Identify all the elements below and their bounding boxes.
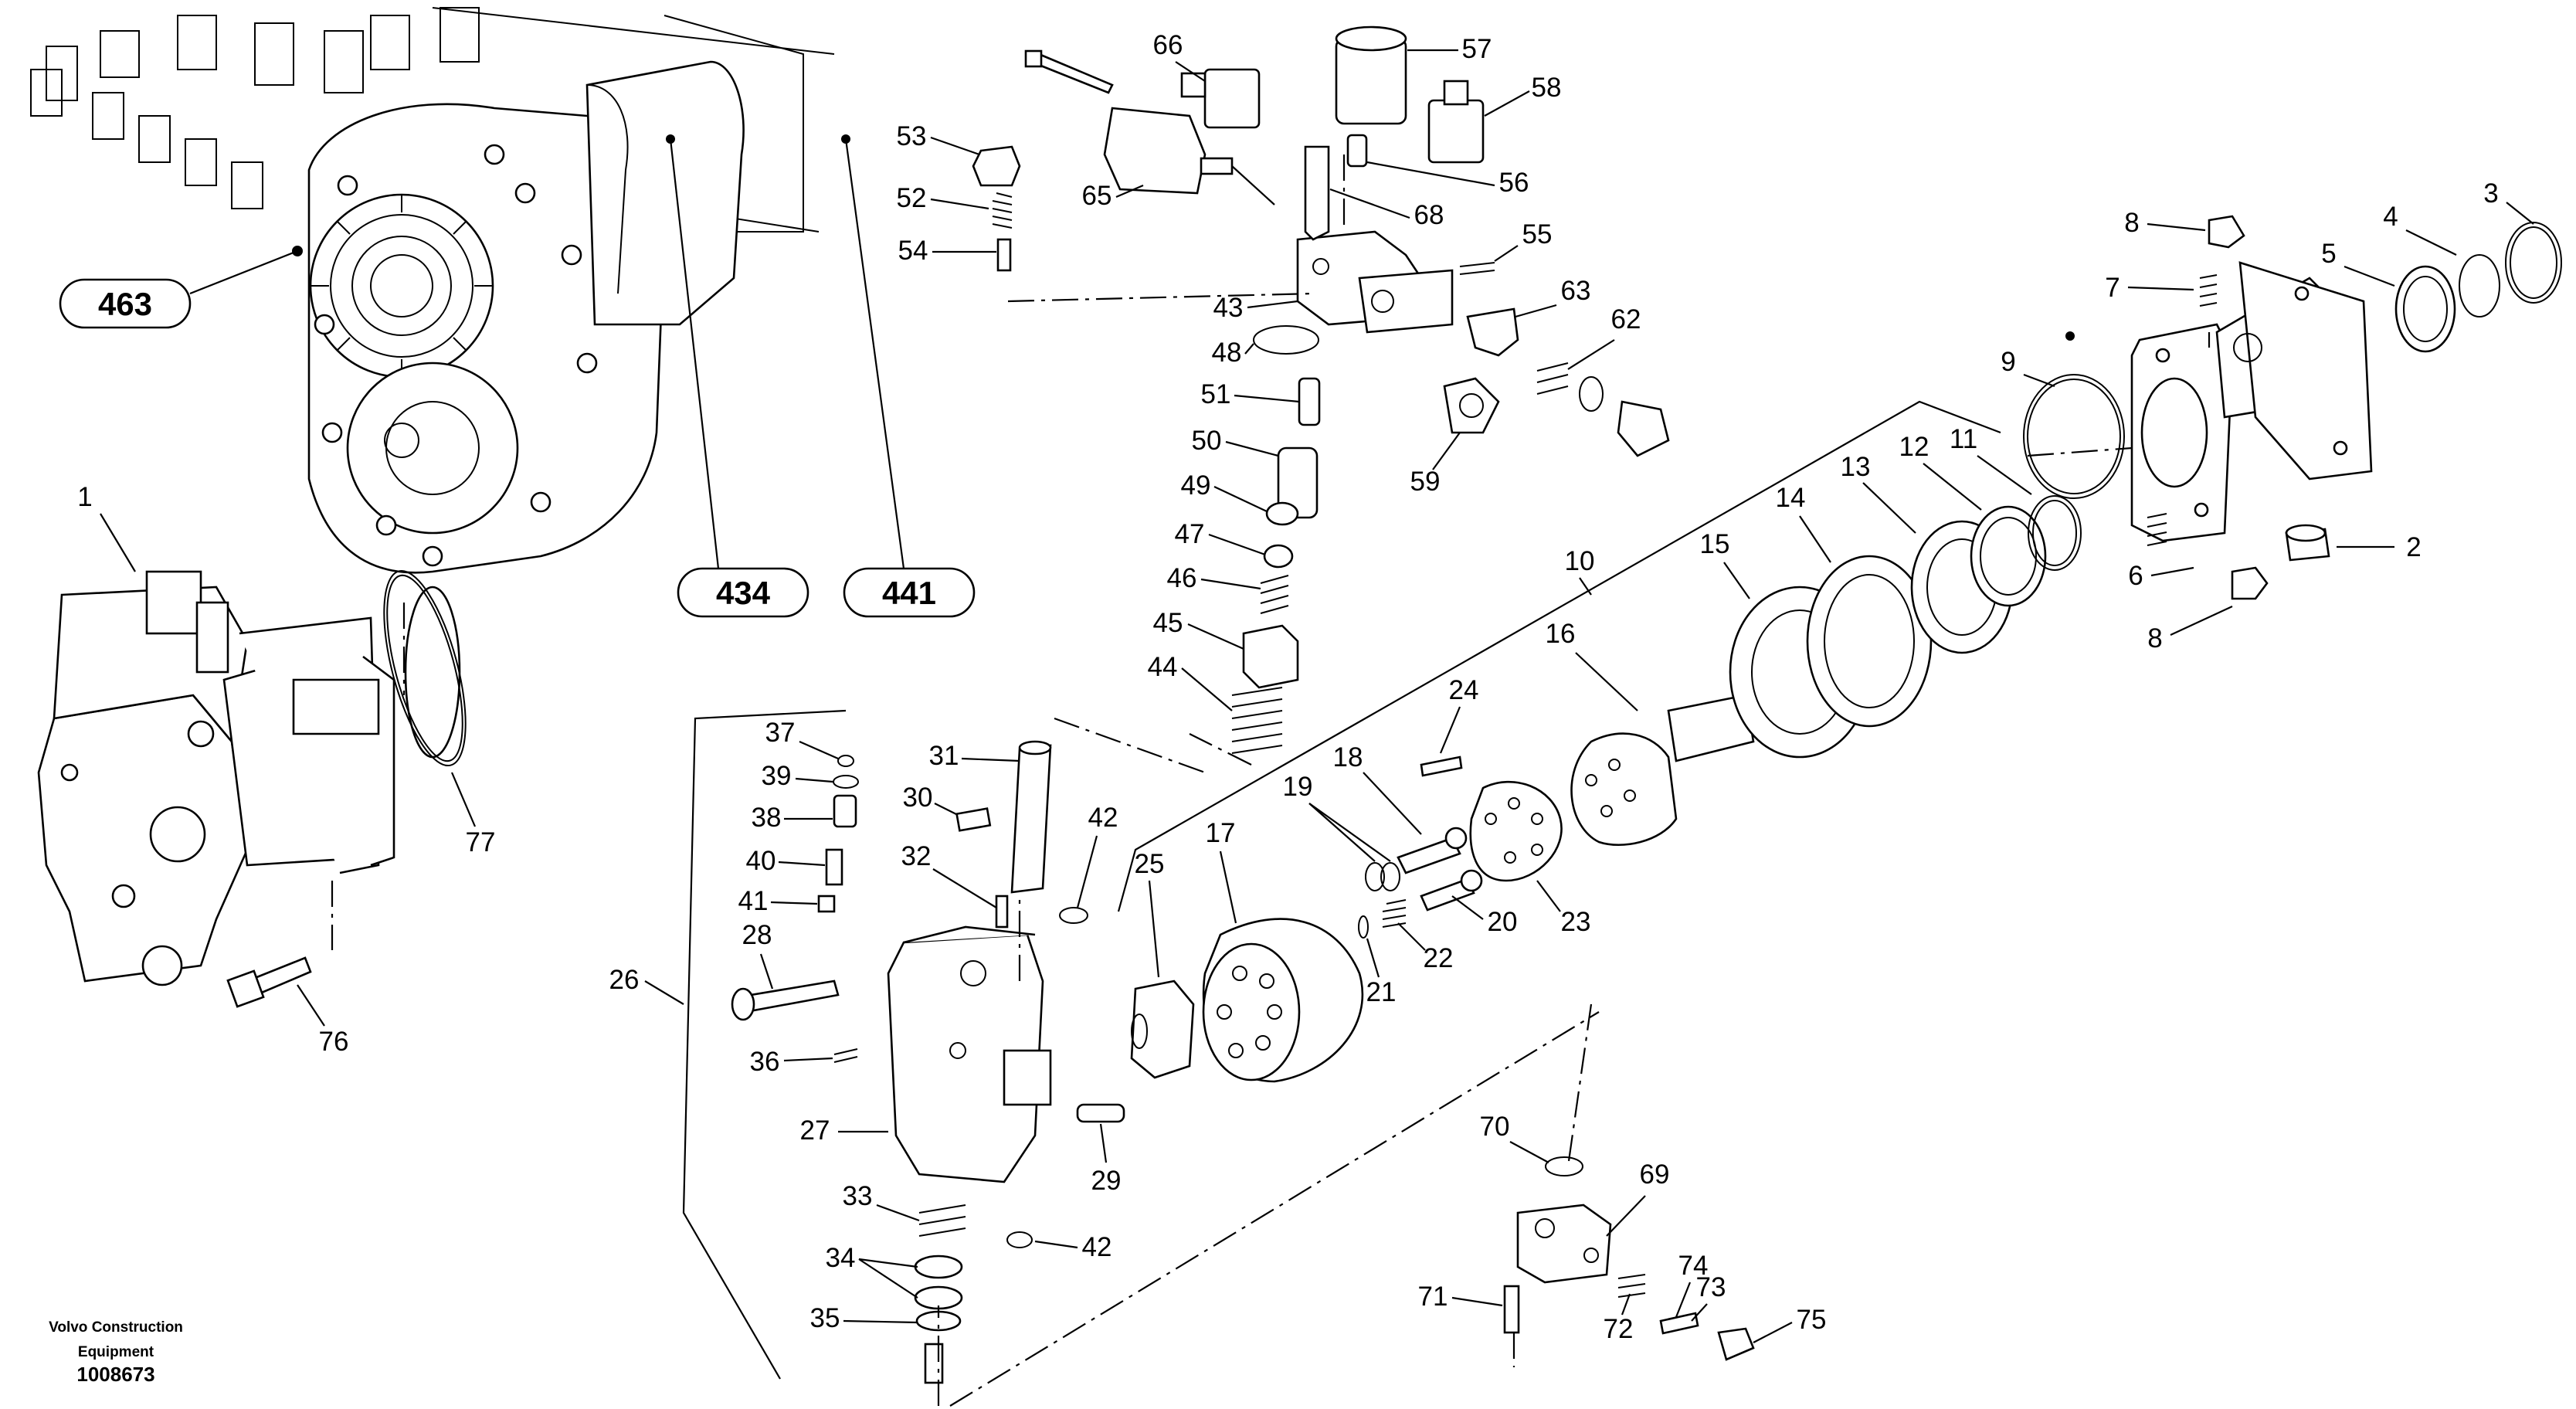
callout-434: 434 xyxy=(669,138,809,618)
item-label-19: 19 xyxy=(1283,772,1313,802)
item-label-39: 39 xyxy=(762,761,792,791)
item-label-46: 46 xyxy=(1167,563,1197,593)
item-label-16: 16 xyxy=(1546,619,1576,649)
item-label-36: 36 xyxy=(750,1047,780,1077)
item-label-71: 71 xyxy=(1418,1282,1448,1312)
item-label-59: 59 xyxy=(1410,467,1441,497)
item-label-13: 13 xyxy=(1841,452,1871,482)
item-label-66: 66 xyxy=(1153,30,1183,60)
item-label-48: 48 xyxy=(1212,338,1242,368)
item-label-7: 7 xyxy=(2105,273,2120,303)
item-label-51: 51 xyxy=(1201,379,1231,409)
item-label-27: 27 xyxy=(800,1115,830,1146)
maker-line-1: Volvo Construction xyxy=(49,1319,183,1336)
valve-block-bracket xyxy=(682,709,847,1380)
item-label-65: 65 xyxy=(1082,181,1112,211)
item-label-75: 75 xyxy=(1797,1305,1827,1335)
item-label-58: 58 xyxy=(1532,73,1562,103)
item-label-10: 10 xyxy=(1565,546,1595,576)
rotating-group-bracket xyxy=(1117,400,2001,912)
callout-441: 441 xyxy=(843,138,976,618)
item-label-9: 9 xyxy=(2001,347,2015,377)
item-label-5: 5 xyxy=(2321,239,2336,269)
item-label-56: 56 xyxy=(1499,168,1529,198)
item-label-37: 37 xyxy=(765,718,796,748)
item-label-33: 33 xyxy=(843,1181,873,1211)
callout-463-label: 463 xyxy=(98,286,152,322)
callout-441-label: 441 xyxy=(882,575,936,611)
item-label-26: 26 xyxy=(609,965,640,995)
hydraulic-motor-assembly xyxy=(37,569,467,1008)
item-label-34: 34 xyxy=(826,1243,856,1273)
item-label-38: 38 xyxy=(752,803,782,833)
item-label-43: 43 xyxy=(1213,293,1244,323)
item-label-11: 11 xyxy=(1950,424,1977,454)
item-label-52: 52 xyxy=(897,183,927,213)
item-label-45: 45 xyxy=(1153,608,1183,638)
item-label-53: 53 xyxy=(897,121,927,151)
maker-line-2: Equipment xyxy=(78,1344,154,1360)
item-label-69: 69 xyxy=(1640,1159,1670,1190)
item-label-31: 31 xyxy=(929,741,959,771)
item-label-12: 12 xyxy=(1899,432,1929,462)
item-label-40: 40 xyxy=(746,846,776,876)
item-label-77: 77 xyxy=(466,827,496,857)
item-label-74: 74 xyxy=(1678,1251,1709,1281)
rotating-group xyxy=(1130,495,2082,1083)
item-label-2: 2 xyxy=(2406,532,2421,562)
item-label-41: 41 xyxy=(738,886,769,916)
item-label-70: 70 xyxy=(1480,1112,1510,1142)
valve-stack xyxy=(1231,325,1321,754)
item-label-20: 20 xyxy=(1488,907,1518,937)
item-label-23: 23 xyxy=(1561,907,1591,937)
item-label-42b: 42 xyxy=(1082,1232,1112,1262)
item-label-47: 47 xyxy=(1175,519,1205,549)
item-label-8a: 8 xyxy=(2124,208,2139,238)
item-label-30: 30 xyxy=(903,783,933,813)
drawing-id: 1008673 xyxy=(76,1363,154,1386)
item-label-6: 6 xyxy=(2128,561,2143,591)
motor-housing-right xyxy=(2023,215,2562,600)
valve-block xyxy=(731,740,1125,1384)
item-label-8b: 8 xyxy=(2147,623,2162,654)
item-label-44: 44 xyxy=(1148,652,1178,682)
item-label-21: 21 xyxy=(1366,977,1397,1007)
item-label-49: 49 xyxy=(1181,470,1211,501)
item-label-32: 32 xyxy=(901,841,932,871)
item-label-4: 4 xyxy=(2383,202,2398,232)
item-labels: 1 2 3 4 5 6 7 8 8 9 10 11 12 xyxy=(77,30,2534,1344)
item-label-63: 63 xyxy=(1561,276,1591,306)
item-label-73: 73 xyxy=(1696,1272,1726,1302)
item-label-68: 68 xyxy=(1414,200,1444,230)
callout-463: 463 xyxy=(59,250,298,329)
item-label-76: 76 xyxy=(319,1027,349,1057)
item-label-42a: 42 xyxy=(1088,803,1118,833)
item-label-35: 35 xyxy=(810,1303,840,1333)
item-label-24: 24 xyxy=(1449,675,1479,705)
item-label-25: 25 xyxy=(1135,849,1165,879)
item-label-62: 62 xyxy=(1611,304,1641,334)
item-label-29: 29 xyxy=(1091,1166,1122,1196)
transmission-housing xyxy=(30,7,850,574)
item-label-57: 57 xyxy=(1462,34,1492,64)
maker-block: Volvo Construction Equipment 1008673 xyxy=(49,1319,183,1386)
item-label-28: 28 xyxy=(742,920,772,950)
item-label-3: 3 xyxy=(2483,178,2498,209)
item-label-54: 54 xyxy=(898,236,928,266)
item-label-15: 15 xyxy=(1700,529,1730,559)
item-label-72: 72 xyxy=(1604,1314,1634,1344)
item-label-22: 22 xyxy=(1424,943,1454,973)
item-label-17: 17 xyxy=(1206,818,1236,848)
item-label-55: 55 xyxy=(1522,219,1553,250)
callout-434-label: 434 xyxy=(716,575,771,611)
item-label-14: 14 xyxy=(1776,483,1806,513)
item-label-18: 18 xyxy=(1333,742,1363,772)
small-valve xyxy=(1503,1156,1755,1361)
item-label-1: 1 xyxy=(77,482,92,512)
item-label-50: 50 xyxy=(1192,426,1222,456)
valve-group-top xyxy=(972,25,1670,457)
